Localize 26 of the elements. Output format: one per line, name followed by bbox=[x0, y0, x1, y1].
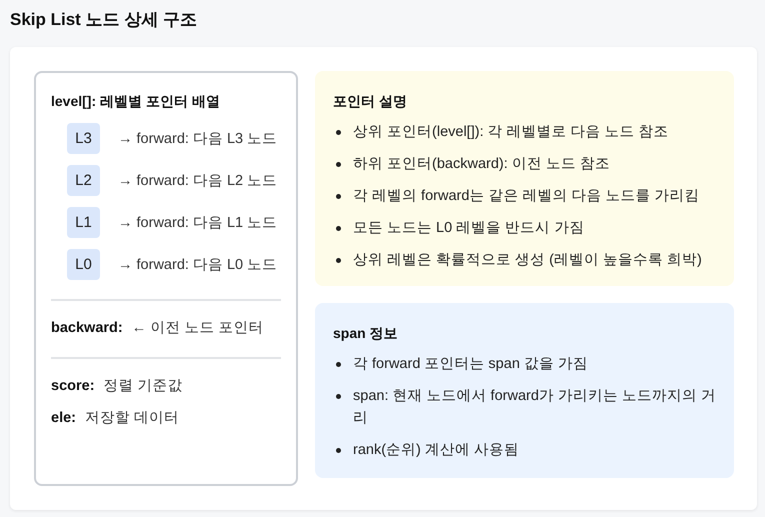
bullet-text: 상위 포인터(level[]): 각 레벨별로 다음 노드 참조 bbox=[353, 123, 669, 142]
level-badge: L3 bbox=[67, 123, 100, 154]
pointer-description: → forward: 다음 L1 노드 bbox=[118, 214, 278, 232]
note-panel bbox=[315, 71, 734, 286]
page-title: Skip List 노드 상세 구조 bbox=[10, 9, 198, 31]
bullet-text: 모든 노드는 L0 레벨을 반드시 가짐 bbox=[353, 219, 584, 238]
pointer-description: → forward: 다음 L0 노드 bbox=[118, 256, 278, 274]
panel-heading: span 정보 bbox=[333, 324, 398, 343]
pointer-description: → forward: 다음 L3 노드 bbox=[118, 130, 278, 148]
level-badge: L2 bbox=[67, 165, 100, 196]
field-description: backward: ← 이전 노드 포인터 bbox=[51, 319, 264, 338]
field-description: score: 정렬 기준값 bbox=[51, 377, 183, 396]
field-description: ele: 저장할 데이터 bbox=[51, 409, 180, 428]
bullet-text: span: 현재 노드에서 forward가 가리키는 노드까지의 거리 bbox=[353, 387, 716, 428]
node-structure-panel bbox=[34, 71, 298, 486]
panel-heading: 포인터 설명 bbox=[333, 92, 407, 111]
bullet-text: 상위 레벨은 확률적으로 생성 (레벨이 높을수록 희박) bbox=[353, 251, 702, 270]
section-heading: level[]: 레벨별 포인터 배열 bbox=[51, 92, 220, 111]
level-badge: L0 bbox=[67, 249, 100, 280]
bullet-text: 각 forward 포인터는 span 값을 가짐 bbox=[353, 355, 588, 374]
note-panel bbox=[315, 303, 734, 478]
pointer-description: → forward: 다음 L2 노드 bbox=[118, 172, 278, 190]
bullet-text: 하위 포인터(backward): 이전 노드 참조 bbox=[353, 155, 610, 174]
level-badge: L1 bbox=[67, 207, 100, 238]
bullet-text: 각 레벨의 forward는 같은 레벨의 다음 노드를 가리킴 bbox=[353, 187, 700, 206]
bullet-text: rank(순위) 계산에 사용됨 bbox=[353, 441, 519, 460]
